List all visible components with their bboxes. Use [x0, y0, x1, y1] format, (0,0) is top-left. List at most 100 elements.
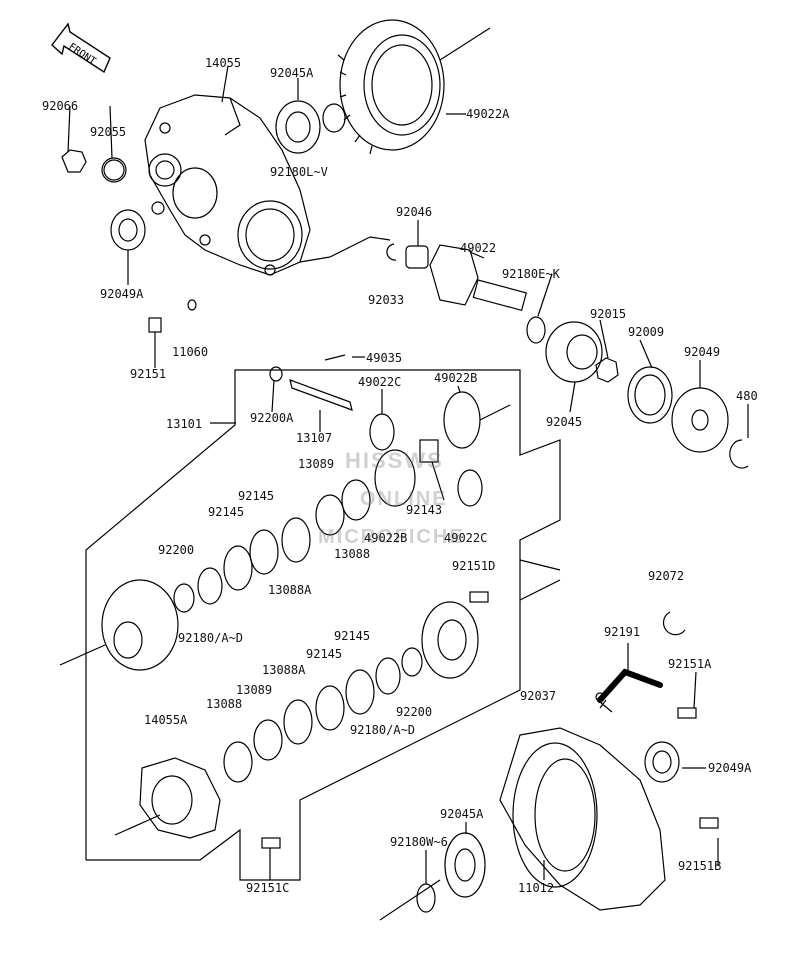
bolt-92151A	[677, 707, 697, 719]
label-13088-mid: 13088	[206, 697, 243, 711]
label-92145-b: 92145	[208, 505, 245, 519]
label-92045: 92045	[546, 415, 583, 429]
housing-14055	[144, 94, 311, 276]
label-92151: 92151	[130, 367, 167, 381]
bearing-92045	[545, 321, 603, 383]
label-13101: 13101	[166, 417, 203, 431]
label-92049A-bottom: 92049A	[708, 761, 752, 775]
label-92180LV: 92180L~V	[270, 165, 328, 179]
watermark-line-3: MICROFICHE	[318, 526, 465, 548]
label-92037: 92037	[520, 689, 557, 703]
shim-92180LV	[322, 103, 346, 133]
shim-92145-c	[345, 669, 375, 715]
label-92145-d: 92145	[306, 647, 343, 661]
label-49022B-top: 49022B	[434, 371, 478, 385]
hose-92191	[597, 668, 663, 703]
shim-92180EK	[526, 316, 546, 344]
label-49022C-top: 49022C	[358, 375, 402, 389]
label-92045A-top: 92045A	[270, 66, 314, 80]
watermark-line-2: ONLINE	[360, 488, 448, 510]
label-49022B-bottom: 49022B	[364, 531, 408, 545]
label-92180AD-right: 92180/A~D	[350, 723, 416, 737]
plate-13088A-mid	[283, 699, 313, 745]
label-92180EK: 92180E~K	[502, 267, 560, 281]
plate-13088-top	[341, 479, 371, 521]
label-92046: 92046	[396, 205, 433, 219]
bolt-92151B	[699, 817, 719, 829]
bearing-92045A-bottom	[444, 832, 486, 898]
label-49035: 49035	[366, 351, 403, 365]
seal-92049A-bottom	[644, 741, 680, 783]
case-14055A	[114, 757, 221, 839]
label-92015: 92015	[590, 307, 627, 321]
label-13089-top: 13089	[298, 457, 335, 471]
clamp-92037	[595, 692, 605, 702]
label-92033: 92033	[368, 293, 405, 307]
bolt-92151C	[261, 837, 281, 849]
shim-92145-a	[249, 529, 279, 575]
washer-11060	[187, 299, 197, 311]
plate-13088A-top	[281, 517, 311, 563]
label-92151A: 92151A	[668, 657, 712, 671]
label-92045A-bottom: 92045A	[440, 807, 484, 821]
label-92072: 92072	[648, 569, 685, 583]
circlip-480	[729, 439, 749, 469]
pinion-gear-49022C-top	[369, 413, 395, 451]
label-480: 480	[736, 389, 758, 403]
side-gear-49022B-top	[443, 391, 481, 449]
shim-92145-d	[315, 685, 345, 731]
pinion-gear-49022C-bottom	[457, 469, 483, 507]
locknut-92009	[627, 366, 673, 424]
clip-92072	[662, 611, 686, 636]
label-13088A-top: 13088A	[268, 583, 312, 597]
label-13107: 13107	[296, 431, 333, 445]
pin-49035	[324, 354, 346, 361]
shaft-13107	[289, 379, 353, 411]
spacer-92143	[419, 439, 439, 463]
shim-92145-b	[223, 545, 253, 591]
label-92049: 92049	[684, 345, 721, 359]
shim-92200-right	[401, 647, 423, 677]
label-92143: 92143	[406, 503, 443, 517]
label-92180AD-left: 92180/A~D	[178, 631, 244, 645]
plate-13088-mid	[223, 741, 253, 783]
bearing-92045A-top	[275, 100, 321, 154]
label-49022A: 49022A	[466, 107, 510, 121]
label-49022C-bottom: 49022C	[444, 531, 488, 545]
watermark-line-1: HISSWS	[345, 448, 444, 473]
label-92049A-top: 92049A	[100, 287, 144, 301]
label-92180W6: 92180W~6	[390, 835, 448, 849]
label-92145-c: 92145	[334, 629, 371, 643]
shim-92180AD-right	[375, 657, 401, 695]
o-ring-92055	[101, 157, 127, 183]
label-92151C: 92151C	[246, 881, 290, 895]
bolt-92151	[148, 317, 162, 333]
shim-92180W6	[416, 883, 436, 913]
plate-13089-top	[315, 494, 345, 536]
label-92066: 92066	[42, 99, 79, 113]
label-14055: 14055	[205, 56, 242, 70]
diff-case-right	[421, 601, 479, 679]
shim-92180AD-left	[197, 567, 223, 605]
plate-13089-mid	[253, 719, 283, 761]
label-92009: 92009	[628, 325, 665, 339]
label-49022: 49022	[460, 241, 497, 255]
bearing-92046	[405, 245, 429, 269]
label-13088-top: 13088	[334, 547, 371, 561]
label-13088A-mid: 13088A	[262, 663, 306, 677]
nut-92015	[595, 357, 619, 383]
assembly-box-13101	[85, 369, 561, 860]
front-arrow: FRONT	[51, 22, 111, 74]
shim-92200-left	[173, 583, 195, 613]
shim-92200A	[269, 366, 283, 382]
circlip-92033	[386, 243, 397, 261]
label-92200-right: 92200	[396, 705, 433, 719]
label-92145-a: 92145	[238, 489, 275, 503]
label-92151D: 92151D	[452, 559, 496, 573]
pinion-49022	[429, 244, 528, 312]
housing-11012	[379, 727, 666, 921]
label-14055A: 14055A	[144, 713, 188, 727]
label-11060: 11060	[172, 345, 209, 359]
